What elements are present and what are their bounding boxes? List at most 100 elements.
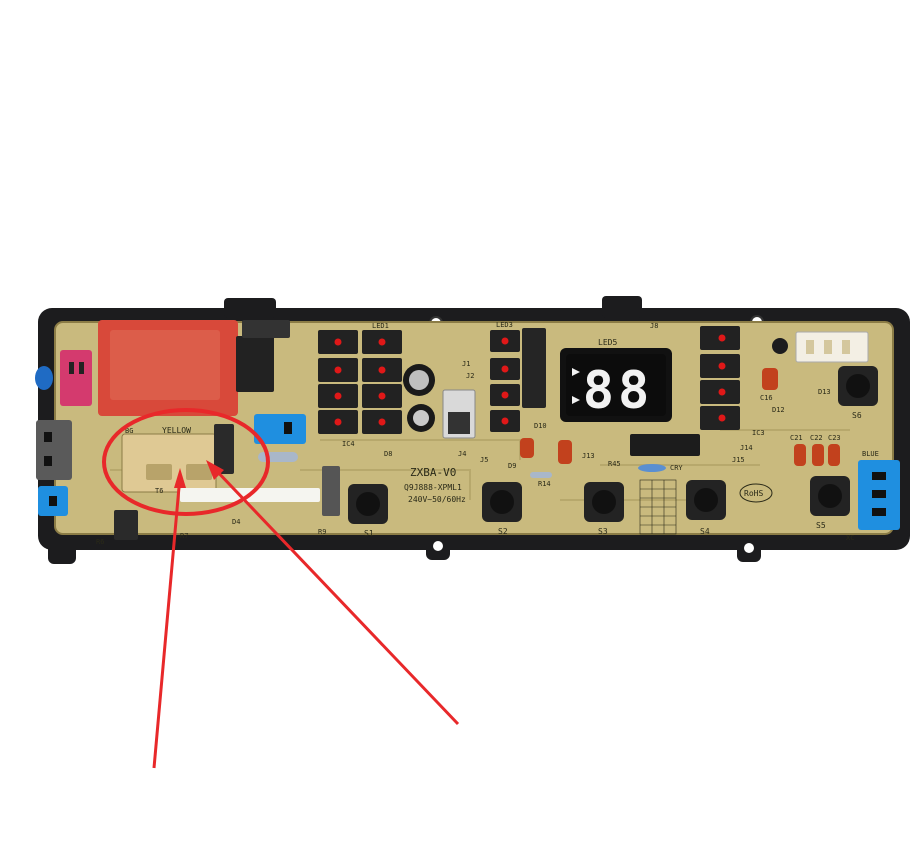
j1-label: J1 (462, 360, 470, 368)
connector-blue-mid (254, 414, 306, 444)
button-s4[interactable] (686, 480, 726, 520)
connector-blue-right-pin (872, 490, 886, 498)
mounting-tab (602, 296, 642, 318)
mounting-tab (48, 530, 76, 564)
display-indicator (572, 396, 580, 404)
ceramic-capacitor (812, 444, 824, 466)
display-indicator (572, 368, 580, 376)
connector-white-pin (842, 340, 850, 354)
r45-label: R45 (608, 460, 621, 468)
relay-highlight (110, 330, 220, 400)
led-group-right (700, 326, 740, 430)
connector-yellow-area (121, 433, 217, 493)
d8-label: D8 (384, 450, 392, 458)
display-window (566, 354, 666, 416)
connector-red (60, 350, 92, 406)
resistor (258, 452, 298, 462)
annotation-arrowhead-right (206, 460, 224, 480)
c16-label: C16 (760, 394, 773, 402)
ceramic-capacitor (520, 438, 534, 458)
d9-label: D9 (508, 462, 516, 470)
r7-label: R7 (180, 532, 188, 540)
j4-label: J4 (458, 450, 466, 458)
mounting-hole (772, 338, 788, 354)
cry-label: CRY (670, 464, 683, 472)
led1-label: LED1 (372, 322, 389, 330)
connector-red-pin (69, 362, 74, 374)
connector-gray-pin (44, 432, 52, 442)
d10-label: D10 (534, 422, 547, 430)
connector-gray (36, 420, 72, 480)
mounting-hole (433, 541, 443, 551)
button-s5[interactable] (810, 476, 850, 516)
r6-label: R6 (96, 538, 104, 546)
connector-white-pin (806, 340, 814, 354)
led-group-mid (490, 330, 520, 432)
j2-label: J2 (466, 372, 474, 380)
button-s3-label: S3 (598, 527, 608, 536)
ceramic-capacitor (762, 368, 778, 390)
t6-label: T6 (155, 487, 163, 495)
annotation-circle (102, 408, 270, 516)
annotation-arrow-left (152, 475, 182, 769)
r14-label: R14 (538, 480, 551, 488)
button-s5-label: S5 (816, 521, 826, 530)
ceramic-capacitor (558, 440, 572, 464)
button-s2-label: S2 (498, 527, 508, 536)
bg-label: BG (125, 427, 133, 435)
board-model: ZXBA-V0 (410, 466, 456, 479)
button-s4-label: S4 (700, 527, 710, 536)
relay-small (236, 336, 274, 392)
electrolytic-capacitor-top (413, 410, 429, 426)
connector-blue-label: BLUE (862, 450, 879, 458)
terminal-t5 (186, 464, 212, 480)
voltage-regulator-body (448, 412, 470, 434)
c21-label: C21 (790, 434, 803, 442)
mounting-hole (744, 543, 754, 553)
display-digits: 88 (583, 361, 654, 421)
relay-small-top (242, 320, 290, 338)
d12-label: D12 (772, 406, 785, 414)
annotation-arrow-right (210, 464, 460, 726)
c22-label: C22 (810, 434, 823, 442)
board-part-number: Q9J888-XPML1 (404, 483, 462, 492)
connector-blue-mid-pin (284, 422, 292, 434)
resistor (114, 510, 138, 540)
resistor-small (530, 472, 552, 478)
annotation-arrowhead-left (174, 468, 186, 488)
led-group-left (318, 330, 402, 434)
connector-yellow-label: YELLOW (162, 426, 191, 435)
rohs-label: RoHS (744, 489, 763, 498)
connector-blue-right-pin (872, 508, 886, 516)
button-s3[interactable] (584, 482, 624, 522)
connector-white-pin (824, 340, 832, 354)
terminal-t6 (146, 464, 172, 480)
ic-chip (522, 328, 546, 408)
electrolytic-capacitor-top (409, 370, 429, 390)
button-s1[interactable] (348, 484, 388, 524)
ic4-label: IC4 (342, 440, 355, 448)
capacitor-blue (35, 366, 53, 390)
tall-component (214, 424, 234, 474)
ceramic-capacitor (794, 444, 806, 466)
j8-label: J8 (650, 322, 658, 330)
c23-label: C23 (828, 434, 841, 442)
r9-label: R9 (318, 528, 326, 536)
d4-label: D4 (232, 518, 240, 526)
j14-label: J14 (740, 444, 753, 452)
j15-label: J15 (732, 456, 745, 464)
connector-blue-left-pin (49, 496, 57, 506)
connector-red-pin (79, 362, 84, 374)
xc-label: XC (846, 534, 854, 542)
button-s1-label: S1 (364, 529, 374, 538)
crystal (638, 464, 666, 472)
ic3-label: IC3 (752, 429, 765, 437)
silk-table (639, 479, 677, 535)
button-s6-label: S6 (852, 411, 862, 420)
j13-label: J13 (582, 452, 595, 460)
button-s6[interactable] (838, 366, 878, 406)
button-s2[interactable] (482, 482, 522, 522)
d13-label: D13 (818, 388, 831, 396)
j5-label: J5 (480, 456, 488, 464)
